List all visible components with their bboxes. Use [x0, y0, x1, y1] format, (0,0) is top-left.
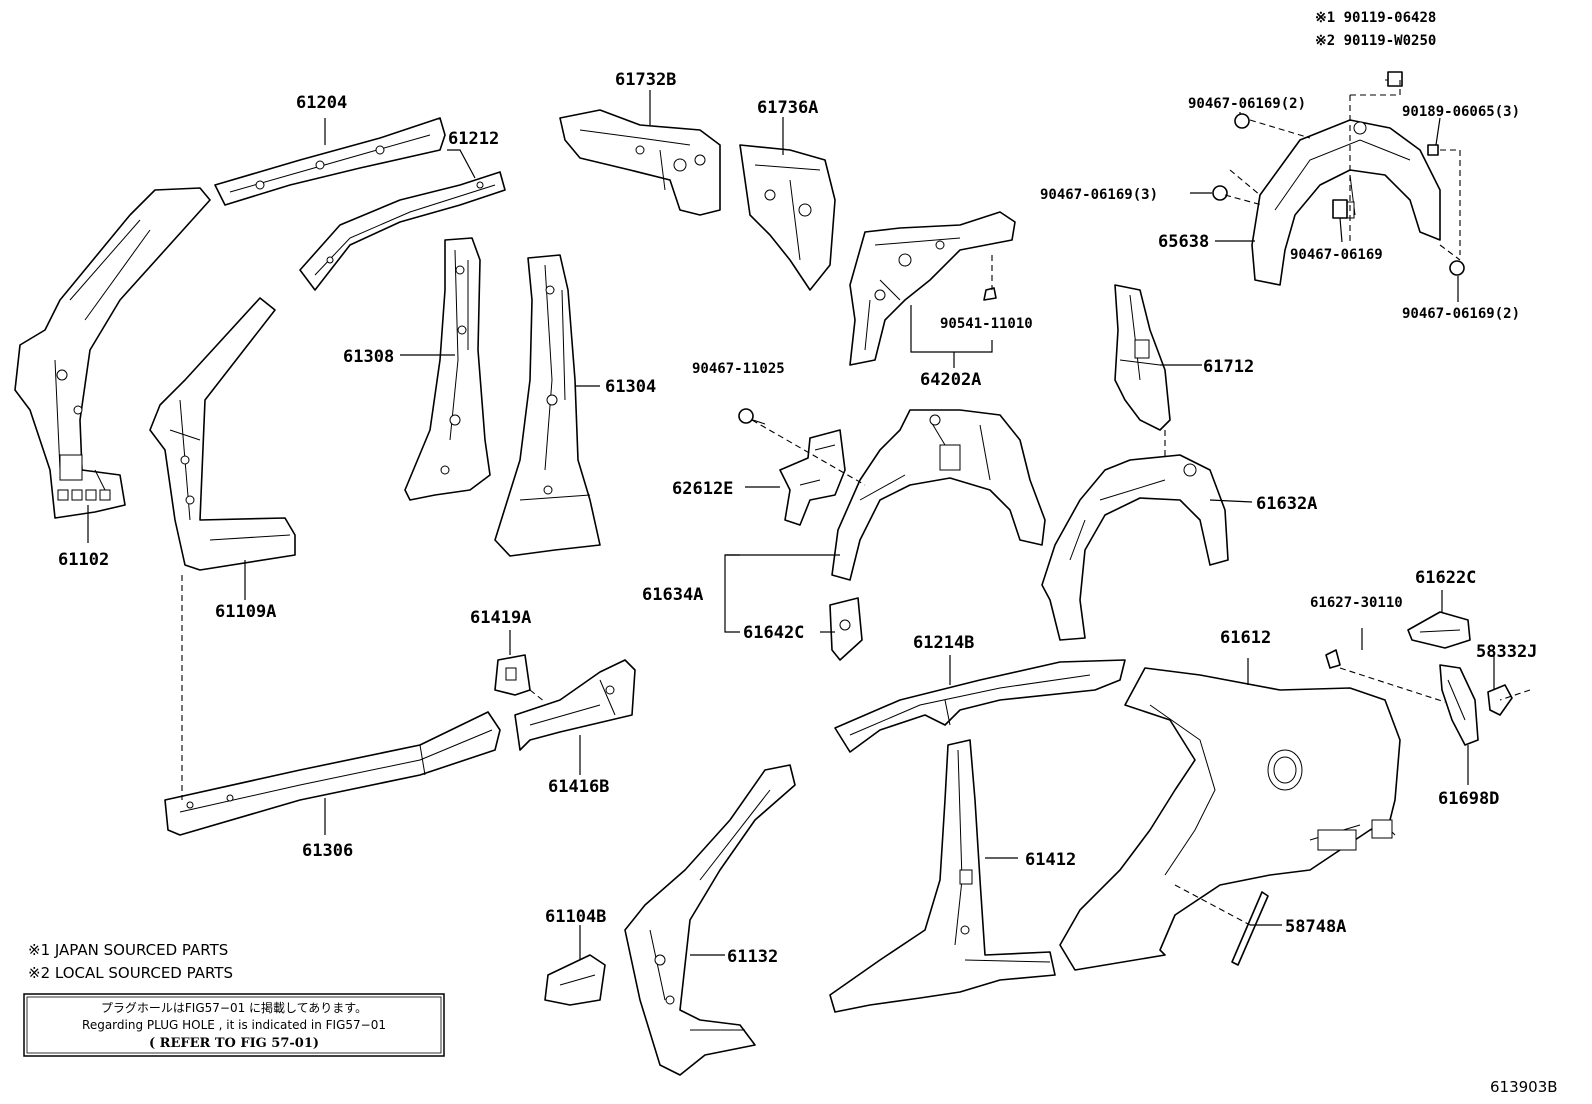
label-90541-11010[interactable]: 90541-11010 — [940, 316, 1033, 332]
part-drawing-61214B[interactable] — [834, 659, 1126, 753]
part-drawing-61109A[interactable] — [149, 297, 296, 571]
label-90467-11025[interactable]: 90467-11025 — [692, 361, 785, 377]
part-drawing-61419A[interactable] — [494, 654, 531, 696]
label-61632A[interactable]: 61632A — [1256, 494, 1317, 514]
label-61214B[interactable]: 61214B — [913, 633, 974, 653]
plug-hole-box: プラグホールはFIG57−01 に掲載してあります。 Regarding PLU… — [23, 993, 445, 1057]
label-61698D[interactable]: 61698D — [1438, 789, 1499, 809]
part-drawing-61698D[interactable] — [1439, 664, 1479, 746]
label-90119-06428[interactable]: ※1 90119-06428 — [1315, 10, 1436, 26]
plug-box-en: Regarding PLUG HOLE , it is indicated in… — [82, 1018, 386, 1032]
label-61712[interactable]: 61712 — [1203, 357, 1254, 377]
label-61132[interactable]: 61132 — [727, 947, 778, 967]
label-61109A[interactable]: 61109A — [215, 602, 276, 622]
label-62612E[interactable]: 62612E — [672, 479, 733, 499]
plug-box-jp: プラグホールはFIG57−01 に掲載してあります。 — [101, 1000, 367, 1015]
label-58332J[interactable]: 58332J — [1476, 642, 1537, 662]
label-90467-06169-c[interactable]: 90467-06169 — [1290, 247, 1383, 263]
label-90467-06169-b[interactable]: 90467-06169(3) — [1040, 187, 1158, 203]
label-90467-06169-a[interactable]: 90467-06169(2) — [1188, 96, 1306, 112]
dashed-lines — [181, 80, 1531, 926]
part-drawing-90119-06428[interactable] — [1385, 71, 1403, 87]
part-drawing-90467-11025[interactable] — [738, 408, 766, 425]
label-61204[interactable]: 61204 — [296, 93, 347, 113]
part-drawing-61306[interactable] — [164, 711, 501, 836]
label-61732B[interactable]: 61732B — [615, 70, 676, 90]
part-drawing-61712[interactable] — [1114, 284, 1171, 431]
part-drawing-61642C[interactable] — [829, 597, 863, 661]
label-90467-06169-d[interactable]: 90467-06169(2) — [1402, 306, 1520, 322]
label-64202A[interactable]: 64202A — [920, 370, 981, 390]
part-drawing-61632A[interactable] — [1041, 454, 1229, 641]
part-drawing-61627-30110[interactable] — [1325, 649, 1341, 669]
label-61642C[interactable]: 61642C — [743, 623, 804, 643]
part-drawing-90467-06169-b[interactable] — [1212, 185, 1228, 201]
label-61102[interactable]: 61102 — [58, 550, 109, 570]
label-65638[interactable]: 65638 — [1158, 232, 1209, 252]
label-61612[interactable]: 61612 — [1220, 628, 1271, 648]
part-drawing-61612[interactable] — [1059, 667, 1401, 971]
part-drawing-90467-06169-a[interactable] — [1234, 113, 1250, 129]
label-61304[interactable]: 61304 — [605, 377, 656, 397]
label-61416B[interactable]: 61416B — [548, 777, 609, 797]
part-drawing-61132[interactable] — [624, 764, 796, 1076]
part-drawing-61622C[interactable] — [1407, 611, 1471, 649]
part-drawing-61102[interactable] — [14, 187, 211, 519]
part-drawing-90189-06065[interactable] — [1427, 144, 1439, 156]
part-drawing-61104B[interactable] — [544, 954, 606, 1006]
part-drawing-62612E[interactable] — [779, 429, 846, 526]
label-61627-30110[interactable]: 61627-30110 — [1310, 595, 1403, 611]
part-drawing-61204[interactable] — [214, 117, 446, 206]
leader-lines — [87, 90, 1495, 960]
note-local-sourced: ※2 LOCAL SOURCED PARTS — [28, 964, 233, 982]
note-japan-sourced: ※1 JAPAN SOURCED PARTS — [28, 941, 228, 959]
part-drawing-58748A[interactable] — [1231, 891, 1269, 966]
label-61306[interactable]: 61306 — [302, 841, 353, 861]
diagram-id: 613903B — [1490, 1078, 1558, 1096]
part-drawing-61634A[interactable] — [831, 409, 1046, 581]
plug-box-ref[interactable]: ( REFER TO FIG 57-01) — [149, 1036, 319, 1051]
label-61419A[interactable]: 61419A — [470, 608, 531, 628]
label-61736A[interactable]: 61736A — [757, 98, 818, 118]
label-61212[interactable]: 61212 — [448, 129, 499, 149]
part-drawing-61412[interactable] — [829, 739, 1056, 1013]
label-61412[interactable]: 61412 — [1025, 850, 1076, 870]
label-61104B[interactable]: 61104B — [545, 907, 606, 927]
part-drawing-90467-06169-d[interactable] — [1449, 260, 1465, 276]
part-drawing-61304[interactable] — [494, 254, 601, 557]
part-drawing-61308[interactable] — [404, 237, 491, 501]
label-90119-W0250[interactable]: ※2 90119-W0250 — [1315, 33, 1436, 49]
part-drawing-61212[interactable] — [299, 171, 506, 291]
part-drawing-64202A[interactable] — [849, 211, 1016, 366]
part-drawing-61416B[interactable] — [514, 659, 636, 751]
label-58748A[interactable]: 58748A — [1285, 917, 1346, 937]
label-61634A[interactable]: 61634A — [642, 585, 703, 605]
part-drawing-61732B[interactable] — [559, 109, 721, 216]
label-61622C[interactable]: 61622C — [1415, 568, 1476, 588]
label-61308[interactable]: 61308 — [343, 347, 394, 367]
part-drawing-61736A[interactable] — [739, 144, 836, 291]
part-drawing-90467-06169-c[interactable] — [1332, 199, 1348, 219]
label-90189-06065[interactable]: 90189-06065(3) — [1402, 104, 1520, 120]
part-drawing-90541-11010[interactable] — [983, 287, 997, 301]
